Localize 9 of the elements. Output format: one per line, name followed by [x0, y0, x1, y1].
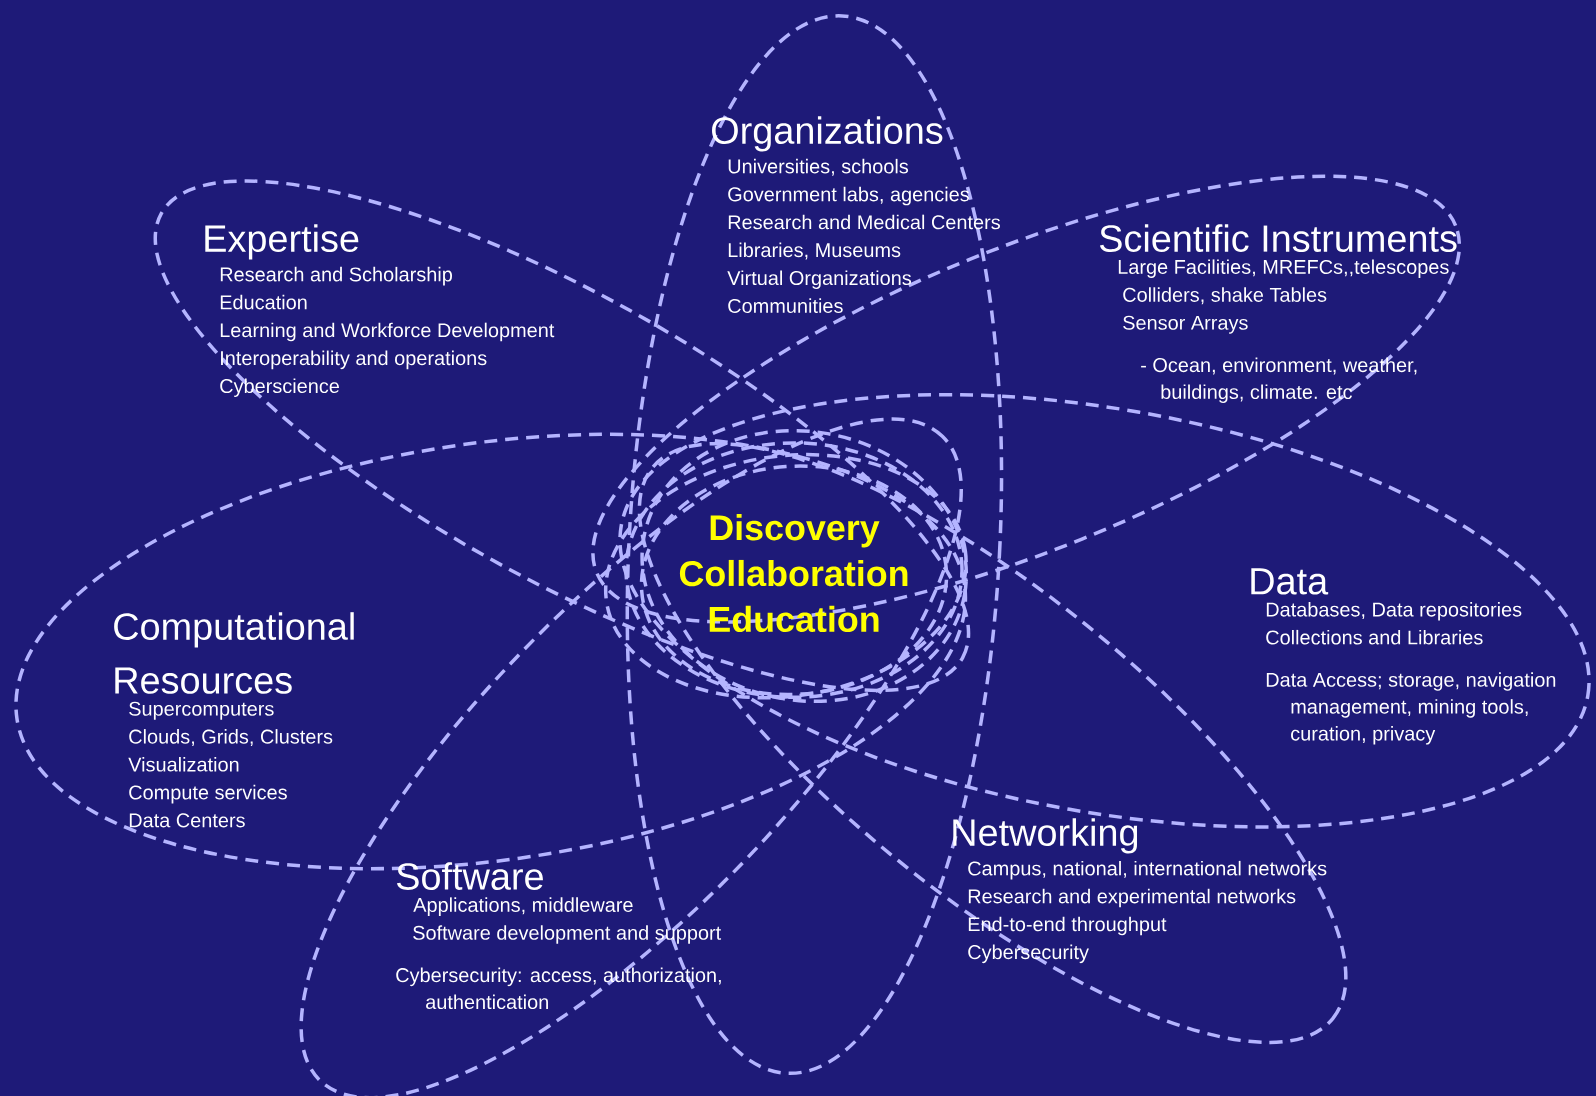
topic-text: Scientific Instruments Large Facilities, MREFCs,,telescopes Colliders, shake Tables Sensor Arrays - Ocean, environment, weather, buildings, climate. etc — [1099, 224, 1457, 403]
topic-text: Computational Resources Supercomputers Clouds, Grids, Clusters Visualization Compute services Data Centers — [114, 612, 354, 828]
topic-text: Data Databases, Data repositories Collections and Libraries Data Access; storage, navigation management, mining tools, curation, privacy — [1251, 568, 1556, 745]
dashed-ellipse — [639, 464, 949, 697]
topic-text: Organizations Universities, schools Government labs, agencies Research and Medical Centers Libraries, Museums Virtual Organizations Communities — [712, 116, 1000, 313]
topic-text: Software Applications, middleware Software development and support Cybersecurity: access, authorization, authentication — [396, 862, 722, 1010]
center-text: Discovery Collaboration Education — [679, 514, 908, 633]
topic-text: Expertise Research and Scholarship Education Learning and Workforce Development Interoperability and operations Cyberscience — [205, 224, 555, 398]
topic-text: Networking Campus, national, international networks Research and experimental networks End-to-end throughput Cybersecurity — [953, 818, 1327, 964]
